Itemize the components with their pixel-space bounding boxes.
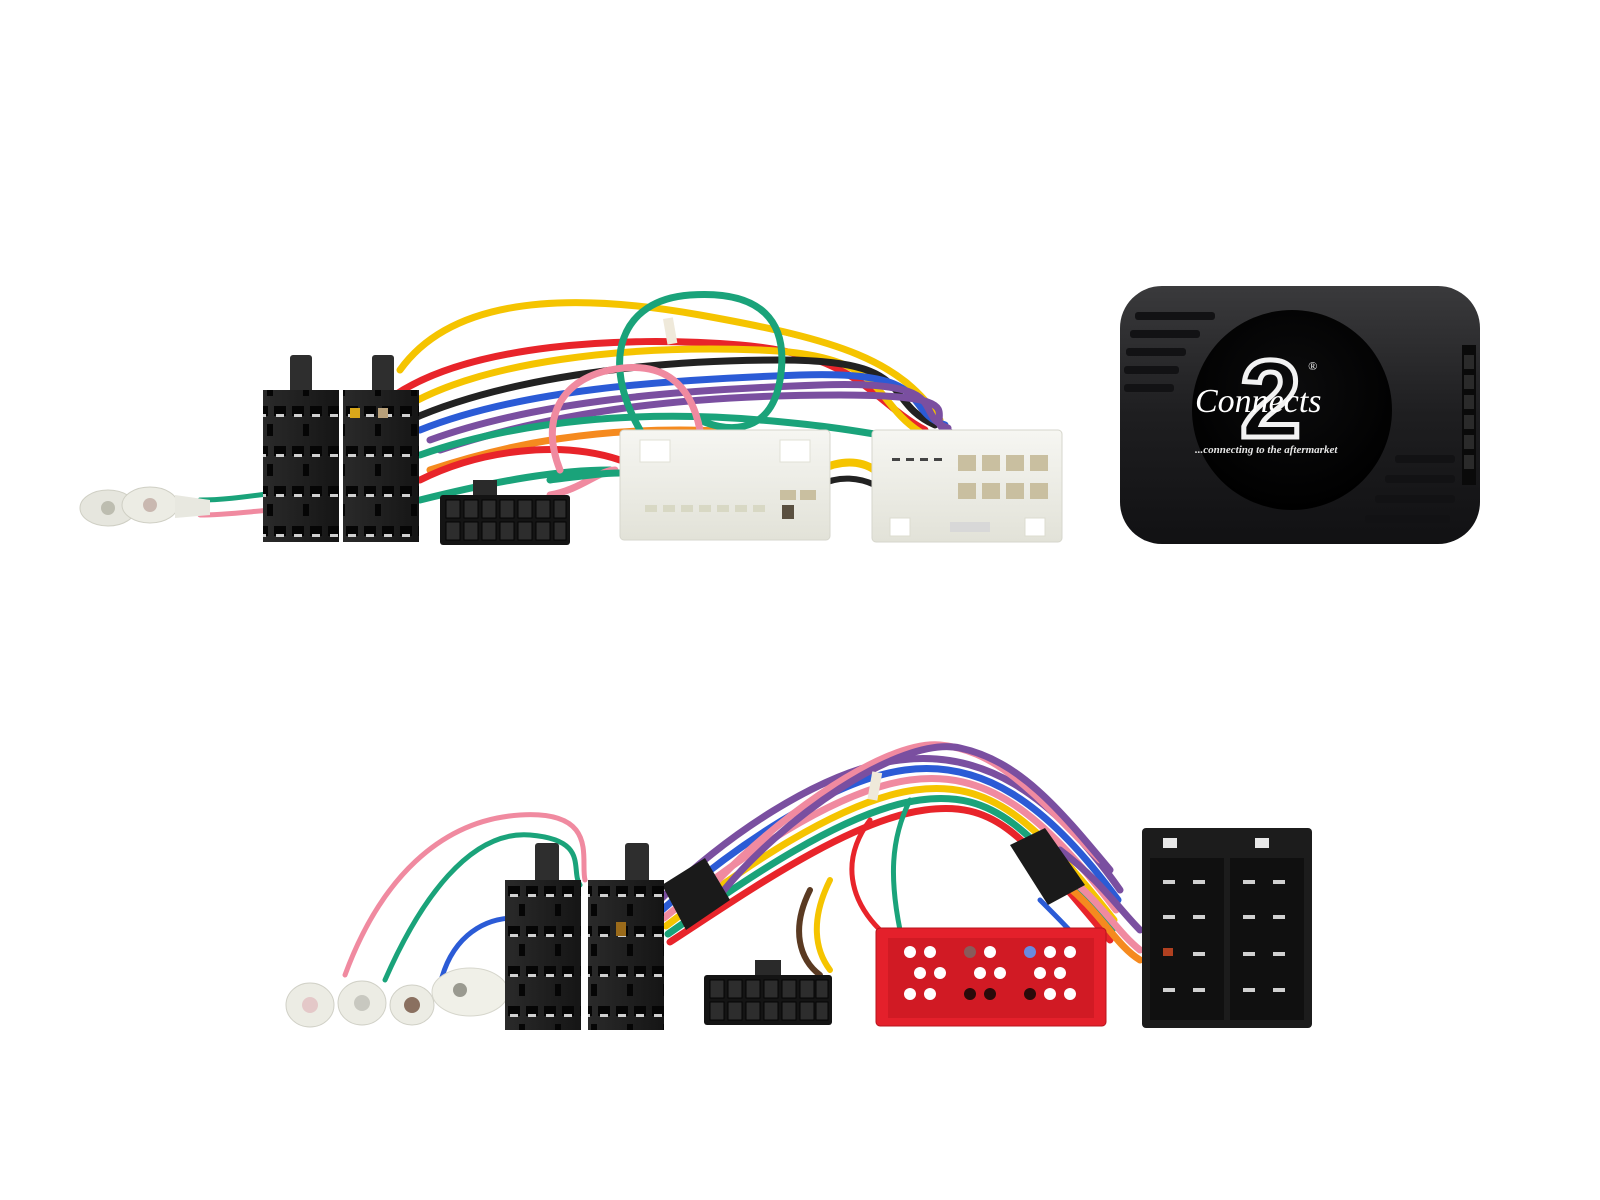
vehicle-connector-large (619, 429, 831, 541)
bottom-harness (285, 741, 1312, 1030)
logo-wordmark: Connects (1195, 383, 1322, 420)
brand-logo: 2 Connects ® ...connecting to the afterm… (1195, 336, 1338, 464)
top-wire-bundle (197, 290, 954, 518)
cable-tie (662, 317, 678, 345)
14-pin-molex-connector (704, 960, 832, 1025)
heat-shrink-sleeve (662, 858, 730, 930)
iso-vehicle-connector (1142, 828, 1312, 1028)
vehicle-connector-small (871, 429, 1063, 543)
iso-speaker-connector (588, 843, 664, 1030)
iso-power-connector (263, 355, 339, 542)
14-pin-molex-connector (440, 480, 570, 545)
cable-tie (867, 771, 883, 801)
registered-mark: ® (1308, 359, 1317, 373)
heat-shrink-sleeve (1010, 828, 1085, 905)
module-grip-ridges (1124, 312, 1455, 523)
logo-disc (1192, 310, 1392, 510)
interface-module: 2 Connects ® ...connecting to the afterm… (1120, 286, 1480, 544)
iso-power-connector (505, 843, 581, 1030)
bottom-wire-bundle (342, 741, 1144, 988)
logo-number: 2 (1240, 338, 1301, 461)
ring-terminals (79, 486, 210, 527)
ring-terminals (285, 967, 509, 1028)
top-harness (79, 290, 1063, 545)
logo-tagline: ...connecting to the aftermarket (1195, 444, 1338, 456)
iso-speaker-connector (343, 355, 419, 542)
red-mini-iso-connector (875, 927, 1107, 1027)
